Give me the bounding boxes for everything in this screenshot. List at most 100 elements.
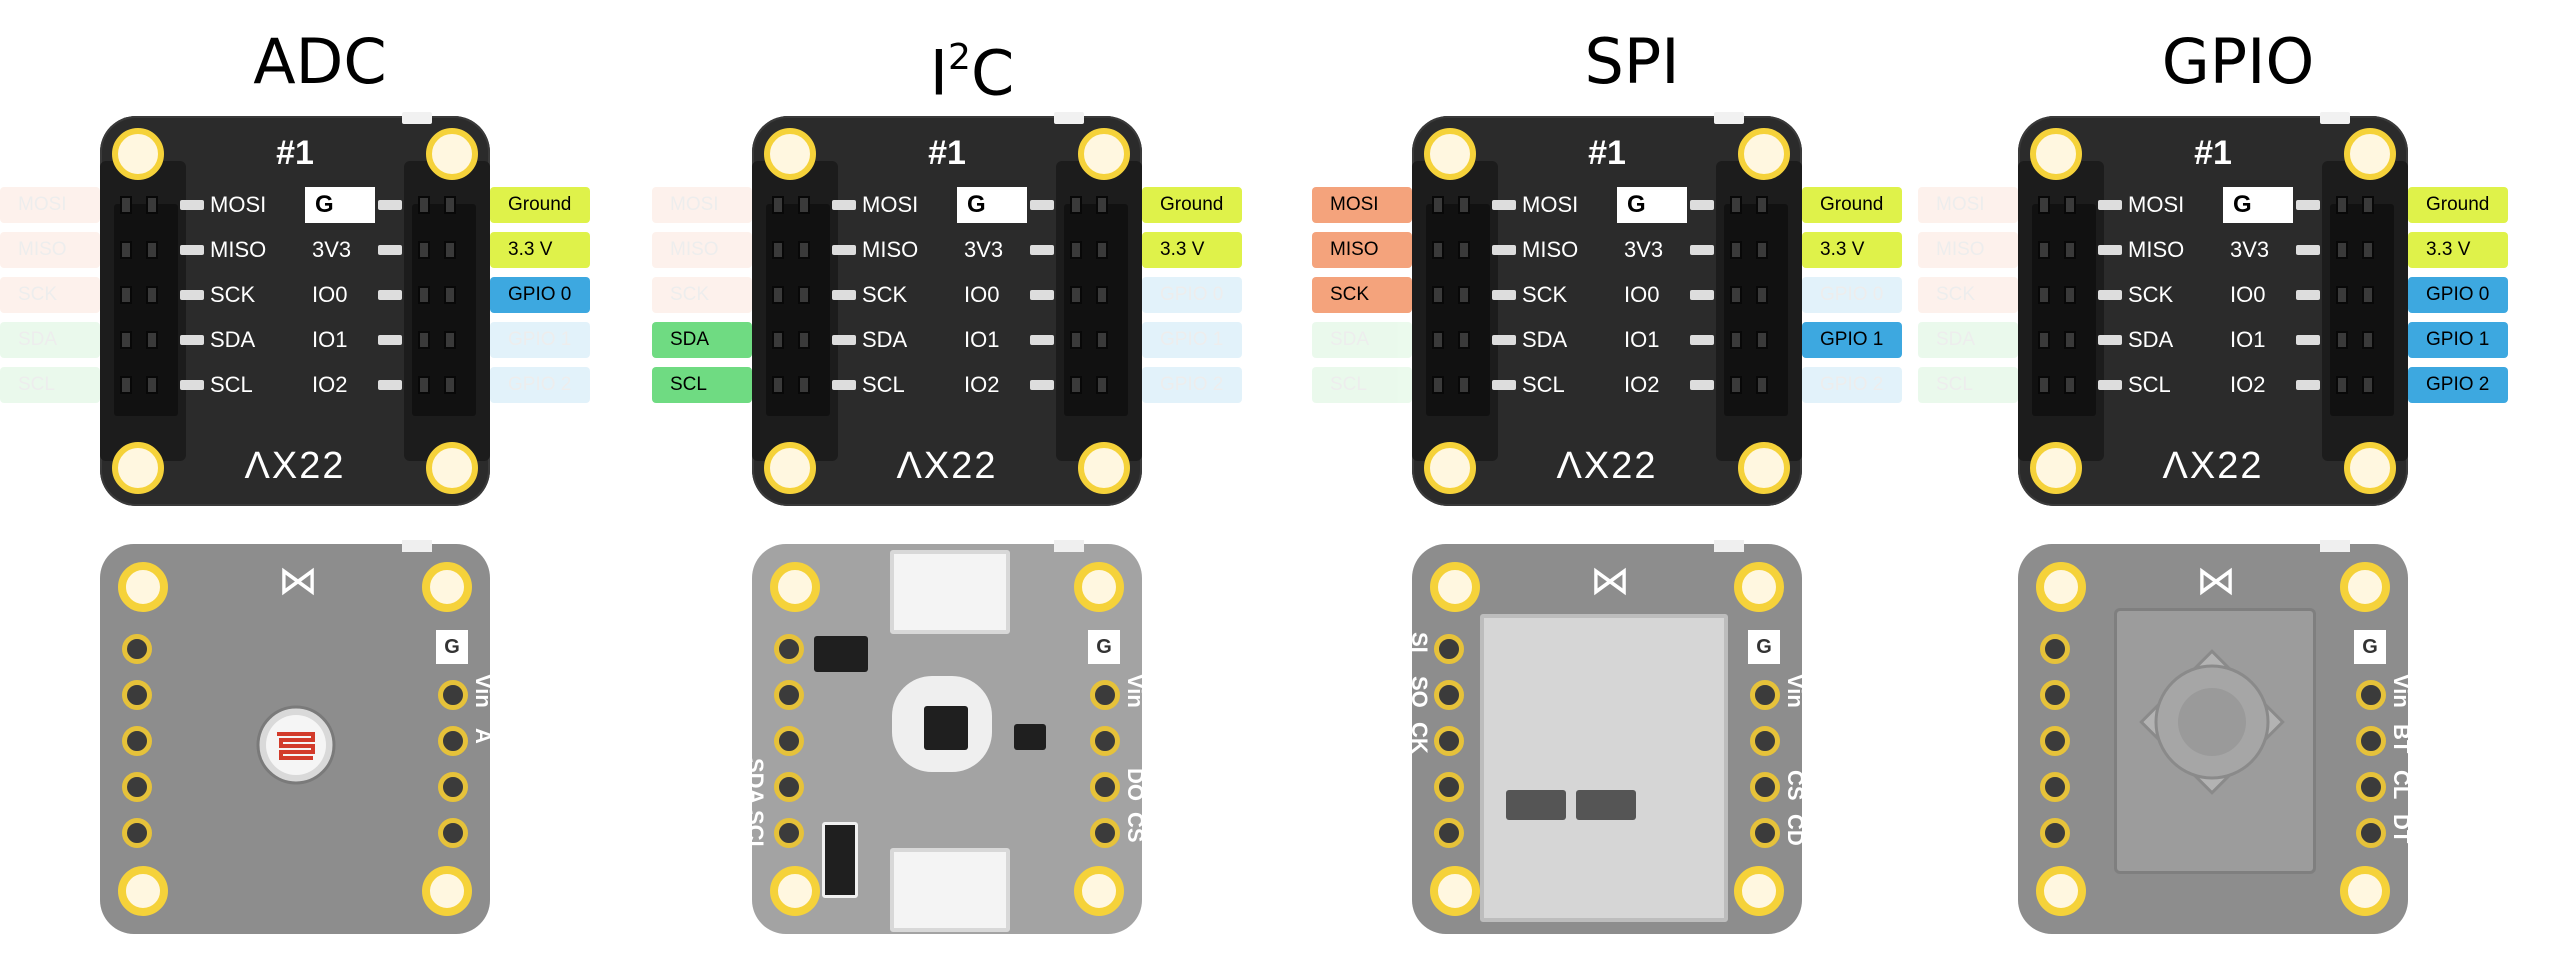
ground-pin-label: G: [305, 187, 375, 223]
header-pin: [1756, 196, 1768, 214]
header-pin-label: 3V3: [312, 237, 352, 262]
pin-stub: [2296, 245, 2320, 255]
right-signal-tag: Ground: [1802, 187, 1902, 223]
rotary-knob-icon: [2139, 649, 2285, 795]
header-pin-label: 3V3: [1624, 237, 1664, 262]
left-signal-tag: SDA: [1918, 322, 2018, 358]
spi-module-board: ⋈ G Vin CS CD SI SO CK: [1407, 540, 1808, 934]
right-signal-tag: GPIO 1: [1802, 322, 1902, 358]
header-pin-label: SCL: [1522, 372, 1565, 397]
left-signal-tag: MOSI: [1918, 187, 2018, 223]
header-pin-label: SDA: [2128, 327, 2174, 352]
module-pin-label: G: [2354, 630, 2386, 664]
header-pin: [2336, 331, 2348, 349]
pin-stub: [378, 290, 402, 300]
right-signal-tag: GPIO 2: [1802, 367, 1902, 403]
logo-icon: ⋈: [2196, 559, 2236, 603]
header-pin-label: MOSI: [1522, 192, 1579, 217]
board-id: #1: [2194, 134, 2232, 172]
module-pin-label: SCL: [743, 810, 768, 854]
module-pin-label: CD: [1783, 814, 1808, 846]
pin-stub: [2098, 335, 2122, 345]
right-signal-tag: GPIO 1: [490, 322, 590, 358]
left-signal-tag: MOSI: [1312, 187, 1412, 223]
header-pin: [120, 196, 132, 214]
logo-icon: ⋈: [1590, 559, 1630, 603]
brand-logo: ΛX22: [896, 445, 998, 487]
header-pin-label: SDA: [862, 327, 908, 352]
header-pin-label: IO0: [1624, 282, 1660, 307]
mounting-hole: [112, 128, 164, 180]
header-pin: [1432, 331, 1444, 349]
brand-logo: ΛX22: [2162, 445, 2264, 487]
header-pin: [2064, 286, 2076, 304]
right-signal-tag: 3.3 V: [1142, 232, 1242, 268]
column-title: GPIO: [2161, 25, 2315, 98]
header-pin-label: SDA: [210, 327, 256, 352]
pin-stub: [1690, 290, 1714, 300]
adc-module-board: ⋈ G Vin A: [100, 540, 496, 934]
right-signal-tag: GPIO 1: [2408, 322, 2508, 358]
header-pin: [418, 241, 430, 259]
pin-stub: [1492, 380, 1516, 390]
pin-stub: [2098, 200, 2122, 210]
header-pin: [444, 286, 456, 304]
module-pin-label: Vin: [1783, 674, 1808, 708]
module-pin-label: CS: [1783, 770, 1808, 801]
header-pin: [1432, 286, 1444, 304]
mounting-hole: [2344, 128, 2396, 180]
header-pin: [418, 331, 430, 349]
header-pin: [2038, 376, 2050, 394]
header-pin: [2064, 331, 2076, 349]
board-id: #1: [276, 134, 314, 172]
mounting-hole: [1738, 442, 1790, 494]
module-pin-label: CL: [2389, 770, 2414, 800]
pin-stub: [832, 335, 856, 345]
header-pin-label: SCL: [862, 372, 905, 397]
left-signal-tag: SCK: [1312, 277, 1412, 313]
header-pin: [1756, 376, 1768, 394]
header-pin-label: MISO: [862, 237, 919, 262]
ic-chip: [1014, 724, 1046, 750]
brand-logo: ΛX22: [1556, 445, 1658, 487]
left-signal-tag: MOSI: [0, 187, 100, 223]
connector-top: [890, 550, 1010, 634]
header-pin: [2038, 331, 2050, 349]
header-pin: [1458, 196, 1470, 214]
header-pin: [444, 331, 456, 349]
left-signal-tag: SCL: [652, 367, 752, 403]
header-pin: [798, 286, 810, 304]
module-pin-label: BT: [2389, 724, 2414, 754]
header-pin: [1730, 376, 1742, 394]
header-pin: [2336, 241, 2348, 259]
header-pin-label: MISO: [1522, 237, 1579, 262]
pin-stub: [378, 335, 402, 345]
pin-stub: [180, 335, 204, 345]
column-title: SPI: [1584, 25, 1680, 98]
header-pin: [418, 196, 430, 214]
header-pin: [798, 331, 810, 349]
header-pin: [2064, 196, 2076, 214]
header-pin: [1070, 331, 1082, 349]
header-pin: [1756, 286, 1768, 304]
pin-stub: [2098, 245, 2122, 255]
pin-stub: [2296, 335, 2320, 345]
header-pin: [2362, 286, 2374, 304]
header-pin: [2064, 376, 2076, 394]
header-pin: [120, 241, 132, 259]
right-signal-tag: Ground: [2408, 187, 2508, 223]
header-pin: [1458, 241, 1470, 259]
header-pin: [1432, 196, 1444, 214]
regulator-chip: [814, 636, 868, 672]
pin-stub: [2296, 290, 2320, 300]
pin-stub: [180, 200, 204, 210]
header-pin: [120, 286, 132, 304]
mounting-hole: [764, 128, 816, 180]
header-pin: [1730, 196, 1742, 214]
pin-stub: [1030, 200, 1054, 210]
connector-bottom: [890, 848, 1010, 932]
